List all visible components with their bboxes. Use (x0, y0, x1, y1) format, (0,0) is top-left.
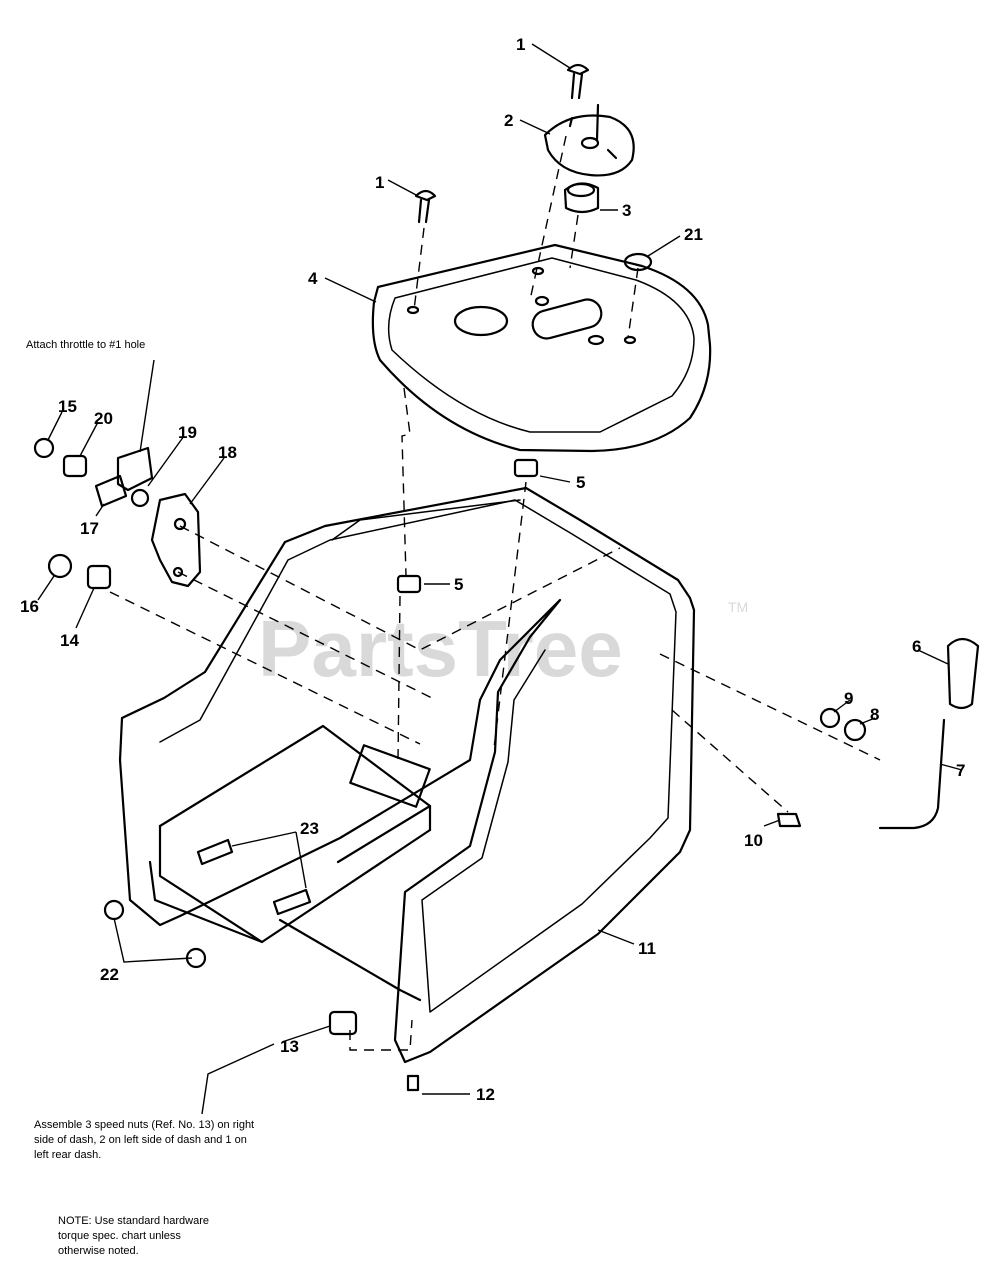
nut-part-22a (103, 899, 125, 921)
callout-22: 22 (100, 965, 119, 984)
callout-1-top: 1 (516, 35, 525, 54)
speed-nut-part-2 (396, 574, 422, 594)
callout-19: 19 (178, 423, 197, 442)
hardware-note: NOTE: Use standard hardware torque spec.… (58, 1215, 210, 1257)
callout-3: 3 (622, 201, 631, 220)
knob-part (946, 637, 980, 710)
washer-part-9 (819, 707, 841, 729)
screw-part-10 (776, 812, 802, 828)
callout-8: 8 (870, 705, 879, 724)
assembly-lines (109, 135, 881, 1051)
bolt-part-2 (272, 888, 312, 916)
leader-lines (37, 43, 963, 1115)
callout-17: 17 (80, 519, 99, 538)
nut-part-16 (47, 553, 73, 579)
callout-12: 12 (476, 1085, 495, 1104)
callout-20: 20 (94, 409, 113, 428)
speed-nut-part (513, 458, 539, 478)
speed-nut-part-13 (328, 1010, 358, 1036)
callout-10: 10 (744, 831, 763, 850)
callout-21: 21 (684, 225, 703, 244)
clip-part-14 (86, 564, 112, 590)
callout-7: 7 (956, 761, 965, 780)
callout-9: 9 (844, 689, 853, 708)
callout-15: 15 (58, 397, 77, 416)
callout-14: 14 (60, 631, 79, 650)
dash-housing-part (118, 486, 696, 1064)
callout-18: 18 (218, 443, 237, 462)
bracket-part (150, 492, 202, 588)
nut-part (563, 182, 600, 214)
lever-part (878, 718, 946, 830)
plate-part (543, 103, 635, 177)
callout-6: 6 (912, 637, 921, 656)
callout-5-lower: 5 (454, 575, 463, 594)
watermark-tm: TM (728, 599, 748, 615)
callouts: 1 2 1 3 21 4 15 20 19 18 17 5 5 16 14 6 … (20, 35, 965, 1104)
screw-part-top (566, 63, 590, 100)
callout-5-upper: 5 (576, 473, 585, 492)
bolt-part (196, 838, 234, 866)
dash-panel-part (371, 243, 712, 453)
throttle-link-part (94, 474, 128, 508)
clip-part (62, 454, 88, 478)
speed-nuts-note: Assemble 3 speed nuts (Ref. No. 13) on r… (34, 1119, 255, 1161)
callout-23: 23 (300, 819, 319, 838)
throttle-note: Attach throttle to #1 hole (26, 339, 146, 351)
callout-11: 11 (638, 939, 656, 958)
washer-part (130, 488, 150, 508)
callout-2: 2 (504, 111, 513, 130)
screw-part-left (414, 189, 437, 224)
screw-part-12 (406, 1074, 420, 1092)
callout-16: 16 (20, 597, 39, 616)
callout-1-left: 1 (375, 173, 384, 192)
nut-part-15 (33, 437, 55, 459)
watermark: PartsTree (258, 604, 623, 693)
callout-13: 13 (280, 1037, 299, 1056)
callout-4: 4 (308, 269, 318, 288)
throttle-arm-part (116, 446, 154, 492)
washer-part-8 (843, 718, 867, 742)
